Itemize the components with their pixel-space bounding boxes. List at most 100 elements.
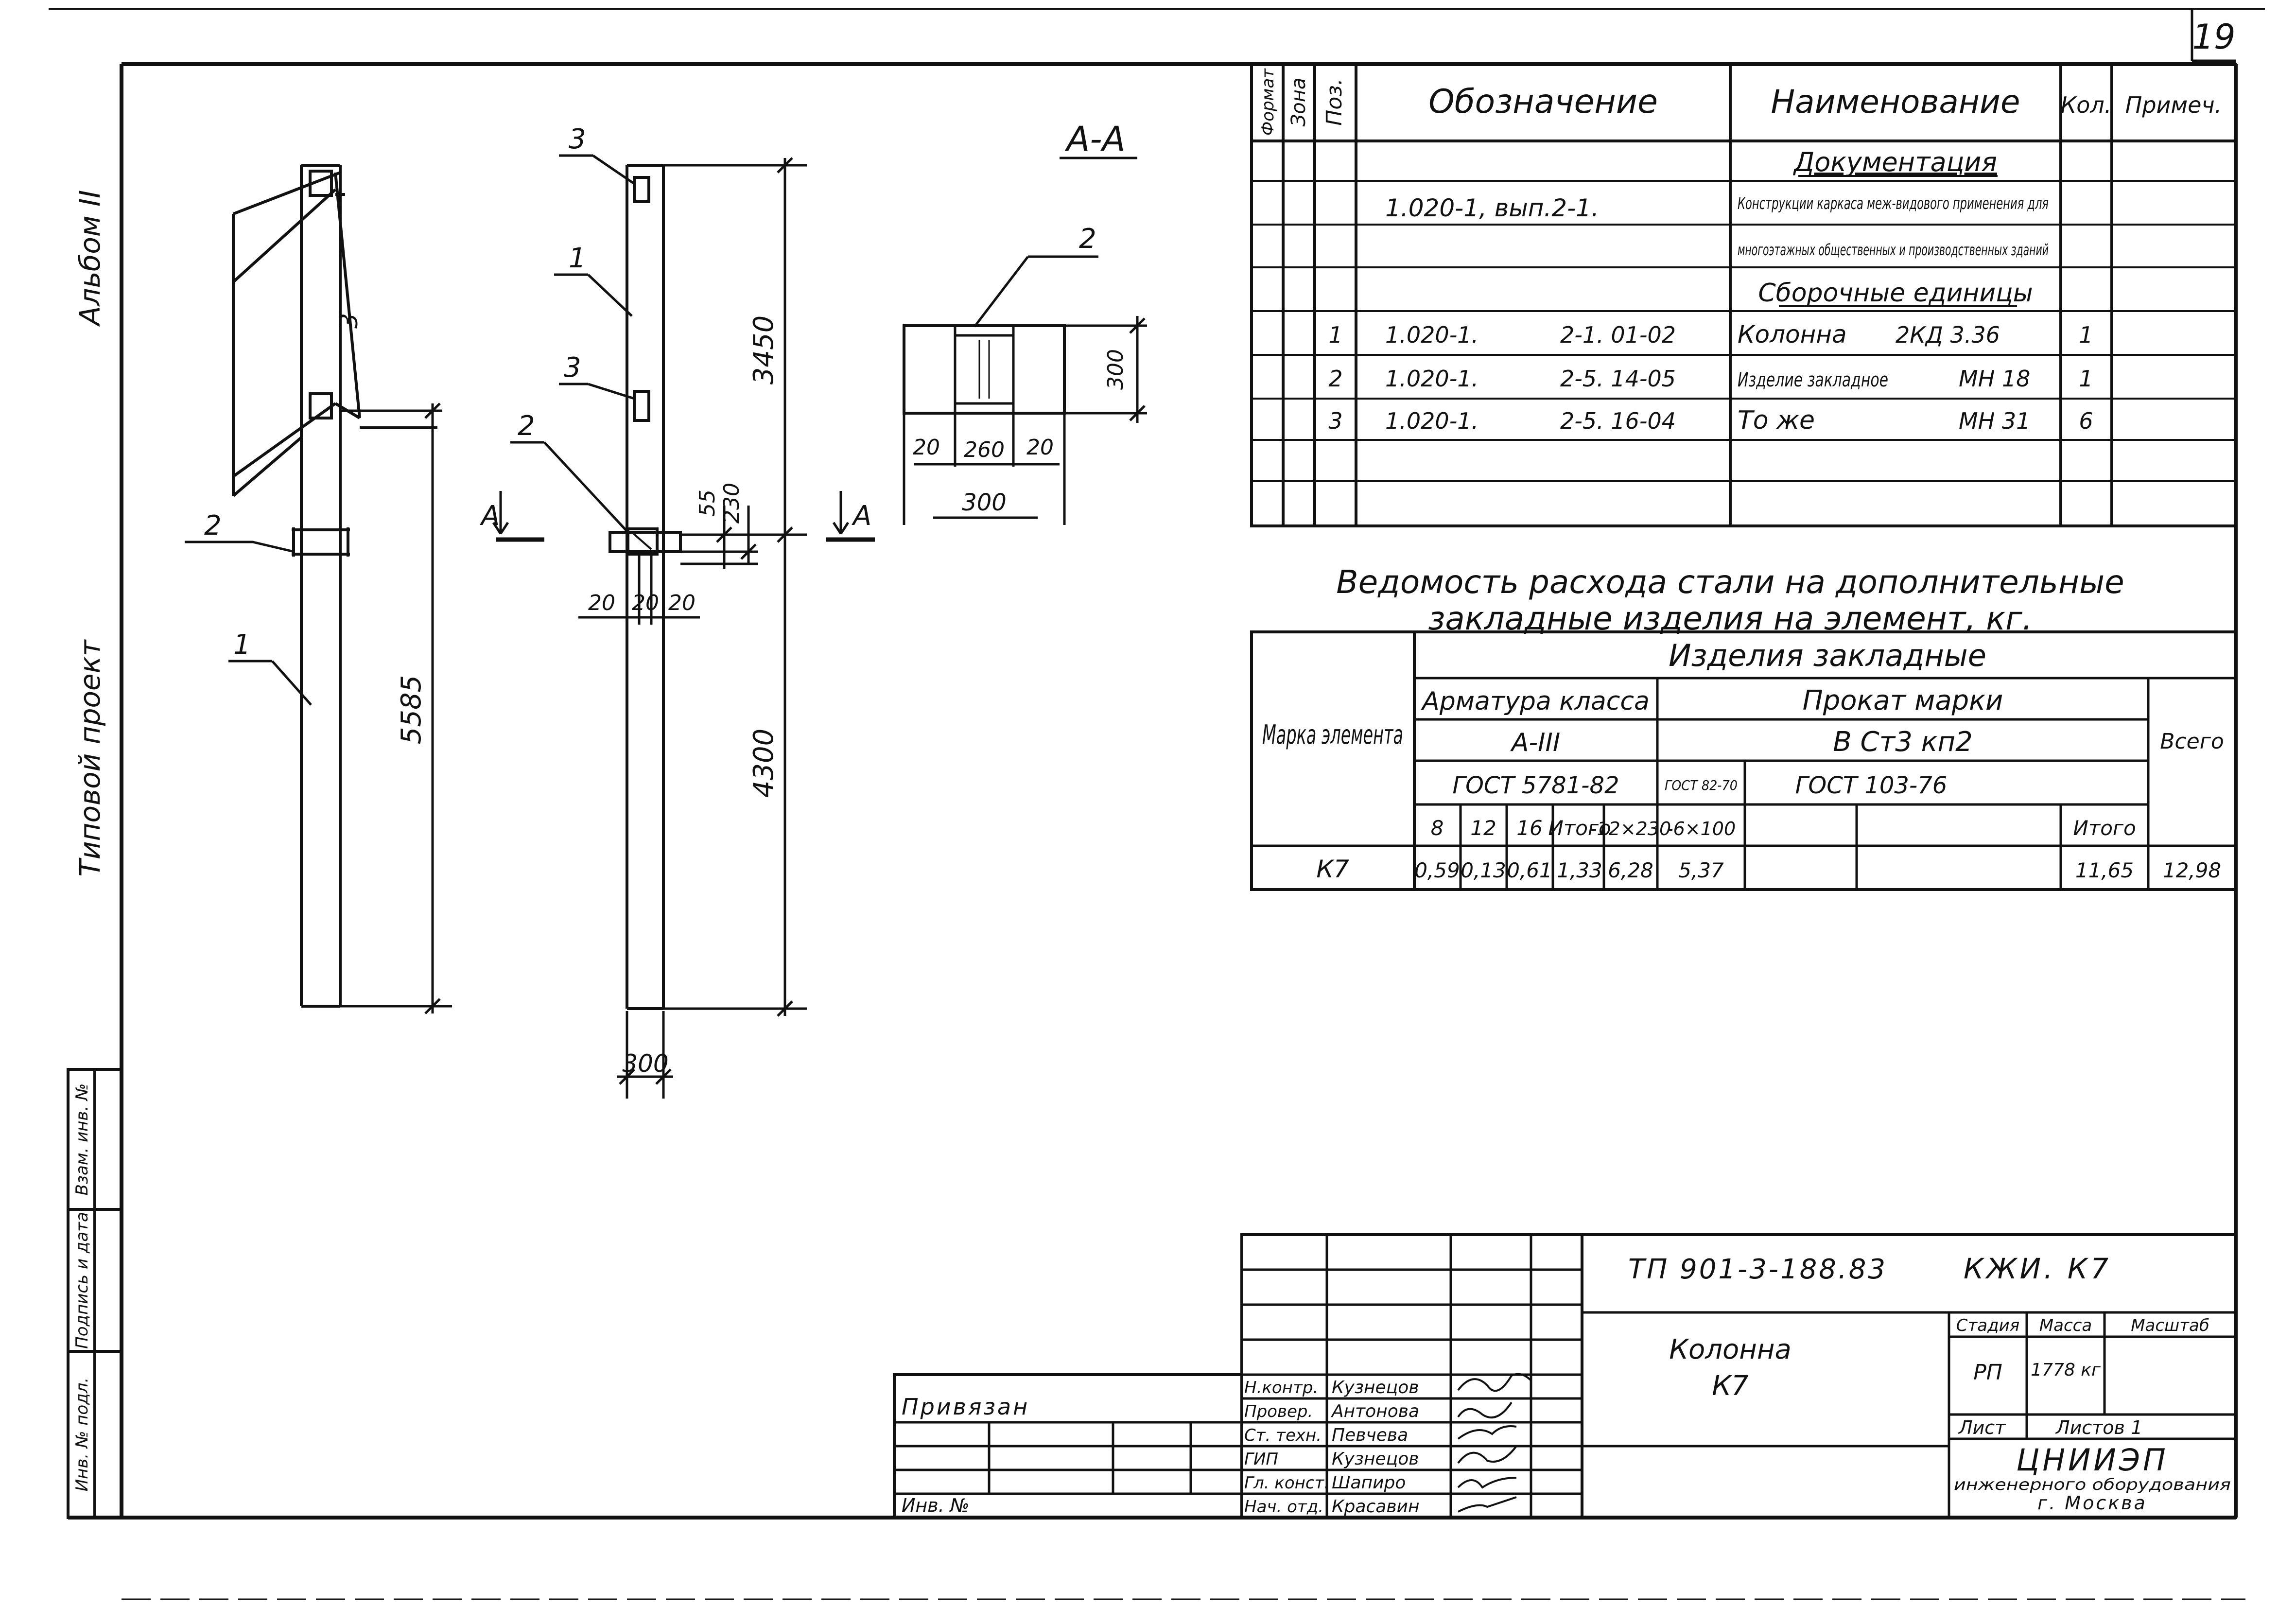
callout-3-mid: 3 xyxy=(564,352,581,384)
steel-val: 6,28 xyxy=(1608,858,1653,882)
steel-val: 0,61 xyxy=(1507,858,1552,882)
steel-h-rolled-grade: В Ст3 кп2 xyxy=(1833,726,1972,758)
dim-20-sec-a: 20 xyxy=(913,435,940,460)
section-mark-right: А xyxy=(852,500,871,532)
steel-mark: К7 xyxy=(1316,855,1349,883)
section-assemblies: Сборочные единицы xyxy=(1758,279,2033,308)
spec-name: Изделие закладное xyxy=(1738,369,1888,391)
tb-role: ГИП xyxy=(1244,1450,1278,1469)
dim-300-sec: 300 xyxy=(962,489,1007,516)
dim-300-right: 300 xyxy=(1103,349,1128,390)
tb-role-name: Кузнецов xyxy=(1332,1378,1419,1397)
callout-2-mid: 2 xyxy=(518,410,535,442)
spec-name: Колонна xyxy=(1738,320,1847,349)
spec-name: То же xyxy=(1738,406,1815,435)
hdr-zone: Зона xyxy=(1287,78,1310,127)
dims-vertical-mid xyxy=(578,157,807,1099)
callout-2-section: 2 xyxy=(1079,223,1096,255)
dim-230: 230 xyxy=(719,483,744,524)
steel-val: 5,37 xyxy=(1678,858,1724,882)
dim-20-a: 20 xyxy=(588,591,615,615)
tb-role-name: Кузнецов xyxy=(1332,1449,1419,1469)
tb-sheets-h: Листов 1 xyxy=(2055,1417,2142,1438)
tb-mass-h: Масса xyxy=(2039,1316,2092,1335)
steel-col: Итого xyxy=(2073,816,2136,840)
dim-3450: 3450 xyxy=(748,315,780,385)
column-elevation-2 xyxy=(609,164,682,1010)
tb-section: КЖИ. К7 xyxy=(1964,1252,2111,1285)
hdr-pos: Поз. xyxy=(1322,78,1347,125)
tb-inv-no: Инв. № xyxy=(902,1495,969,1516)
steel-col: -12×230 xyxy=(1590,818,1671,839)
spec-mark: 2КД 3.36 xyxy=(1896,322,2000,348)
dim-300-bottom: 300 xyxy=(622,1049,668,1078)
steel-col: 12 xyxy=(1470,816,1496,840)
tb-role: Гл. конст. xyxy=(1244,1473,1329,1493)
spec-mark: МН 18 xyxy=(1959,366,2030,392)
dim-20-c: 20 xyxy=(668,591,696,615)
steel-h-items: Изделия закладные xyxy=(1669,638,1986,673)
tb-org-1: ЦНИИЭП xyxy=(2016,1442,2168,1478)
label-3-left: 3 xyxy=(335,313,363,329)
spec-des-b: 2-1. 01-02 xyxy=(1560,322,1676,348)
spec-qty: 6 xyxy=(2079,408,2093,434)
dim-5585 xyxy=(340,402,452,1014)
spec-des-b: 2-5. 16-04 xyxy=(1560,408,1676,434)
steel-title-1: Ведомость расхода стали на дополнительны… xyxy=(1336,563,2124,601)
spec-pos: 1 xyxy=(1328,322,1342,348)
steel-h-gost1: ГОСТ 5781-82 xyxy=(1452,772,1619,799)
tb-role-name: Красавин xyxy=(1332,1497,1419,1517)
hdr-qty: Кол. xyxy=(2061,92,2112,118)
callout-3-top: 3 xyxy=(569,123,586,155)
callout-1-left: 1 xyxy=(233,629,251,661)
tb-mass: 1778 кг xyxy=(2031,1360,2101,1380)
tb-org-3: г. Москва xyxy=(2037,1492,2147,1514)
tb-role: Нач. отд. xyxy=(1244,1497,1323,1517)
signatures xyxy=(1457,1373,1532,1513)
tb-role-name: Певчева xyxy=(1332,1425,1408,1445)
hdr-name: Наименование xyxy=(1771,83,2020,121)
spec-des-a: 1.020-1. xyxy=(1385,322,1478,348)
callout-2-left: 2 xyxy=(204,510,222,541)
steel-h-total: Всего xyxy=(2160,729,2224,754)
doc-name-1: Конструкции каркаса меж-видового примене… xyxy=(1738,194,2049,213)
tb-object-2: К7 xyxy=(1712,1370,1749,1402)
column-elevation-1 xyxy=(232,164,437,1008)
steel-h-rolled: Прокат марки xyxy=(1803,685,2003,716)
steel-total: 12,98 xyxy=(2163,858,2221,882)
project-label: Типовой проект xyxy=(73,639,106,876)
spec-row-1: 1 1.020-1. 2-1. 01-02 Колонна 2КД 3.36 1 xyxy=(1328,320,2093,349)
tb-privyazan: Привязан xyxy=(902,1394,1029,1420)
left-callouts xyxy=(185,541,312,706)
hdr-designation: Обозначение xyxy=(1428,83,1658,121)
spec-row-3: 3 1.020-1. 2-5. 16-04 То же МН 31 6 xyxy=(1328,406,2093,435)
steel-col: 16 xyxy=(1516,816,1542,840)
dim-20-sec-b: 20 xyxy=(1026,435,1054,460)
steel-val: 0,13 xyxy=(1461,858,1506,882)
mid-callouts xyxy=(492,154,875,542)
steel-val: 1,33 xyxy=(1557,858,1602,882)
spec-pos: 2 xyxy=(1328,366,1342,392)
steel-col: Итого xyxy=(1548,816,1611,840)
steel-col: -6×100 xyxy=(1667,818,1736,839)
title-block xyxy=(893,1233,2237,1519)
tb-roles: Н.контр. Кузнецов Провер. Антонова Ст. т… xyxy=(1244,1378,1419,1517)
section-title: А-А xyxy=(1064,119,1125,159)
tb-stage-h: Стадия xyxy=(1956,1316,2019,1335)
tb-role: Провер. xyxy=(1244,1402,1313,1421)
dim-5585-text: 5585 xyxy=(396,675,427,745)
steel-h-gost2: ГОСТ 82-70 xyxy=(1665,777,1738,793)
spec-mark: МН 31 xyxy=(1959,408,2030,434)
hdr-format: Формат xyxy=(1258,68,1278,136)
doc-name-2: многоэтажных общественных и производстве… xyxy=(1738,241,2049,259)
album-label: Альбом II xyxy=(73,190,106,328)
spec-pos: 3 xyxy=(1328,408,1342,434)
tb-sheet-h: Лист xyxy=(1958,1417,2006,1438)
tb-stage: РП xyxy=(1973,1360,2002,1385)
tb-role-name: Шапиро xyxy=(1332,1473,1406,1493)
tb-code: ТП 901-3-188.83 xyxy=(1628,1254,1887,1285)
doc-designation: 1.020-1, вып.2-1. xyxy=(1385,194,1599,222)
tb-role: Н.контр. xyxy=(1244,1378,1318,1397)
spec-row-2: 2 1.020-1. 2-5. 14-05 Изделие закладное … xyxy=(1328,366,2093,392)
